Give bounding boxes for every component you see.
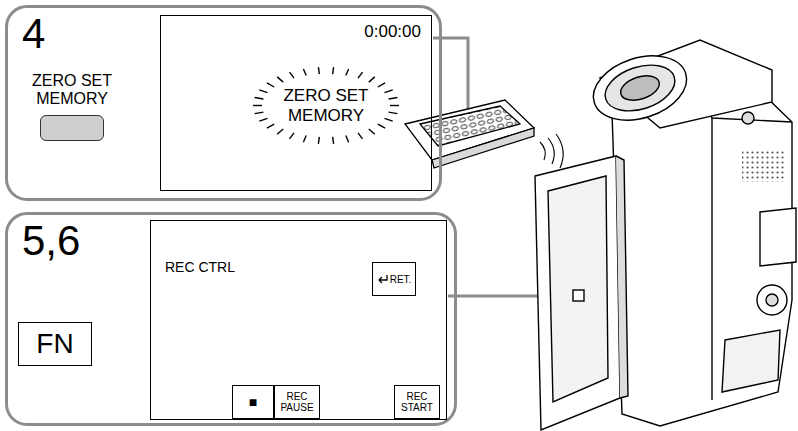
flash-mark	[267, 83, 274, 87]
flash-mark	[389, 98, 398, 100]
flash-mark	[369, 77, 375, 82]
flash-mark	[290, 72, 295, 78]
remote-button: ZERO SET MEMORY	[16, 72, 128, 164]
flash-mark	[332, 67, 334, 74]
leader-line	[433, 38, 468, 118]
flash-mark	[277, 129, 283, 134]
flash-mark	[358, 133, 363, 139]
screen-display: REC CTRL RET. ■ REC PAUSE REC START	[150, 220, 447, 420]
return-icon	[377, 274, 388, 284]
step-number: 5,6	[22, 217, 80, 265]
button-label: ZERO SET MEMORY	[22, 72, 122, 109]
flash-mark	[378, 83, 385, 87]
touch-button: ■	[232, 385, 274, 419]
touch-button: REC START	[394, 385, 440, 419]
flash-mark	[390, 105, 399, 106]
flash-mark	[259, 118, 267, 121]
flash-mark	[303, 69, 306, 76]
flash-mark	[255, 112, 264, 114]
flash-mark	[346, 69, 349, 76]
button-label: FN	[36, 328, 73, 360]
touch-button: RET.	[372, 262, 417, 296]
flash-mark	[346, 136, 349, 143]
flash-mark	[332, 137, 334, 144]
remote-control	[405, 100, 534, 168]
flash-mark	[318, 137, 320, 144]
screen-title: REC CTRL	[165, 259, 235, 275]
button-label: RET.	[390, 274, 412, 285]
flash-mark	[267, 124, 274, 128]
flash-mark	[259, 90, 267, 93]
flash-mark	[369, 129, 375, 134]
step-panel: 4ZERO SET MEMORY0:00:00ZERO SET MEMORY	[5, 5, 442, 201]
flash-mark	[290, 133, 295, 139]
flash-mark	[253, 105, 262, 106]
flash-mark	[389, 112, 398, 114]
lcd-panel	[535, 156, 628, 430]
step-panel: 5,6FN REC CTRL RET. ■ REC PAUSE REC START	[5, 212, 457, 426]
signal-waves	[540, 134, 563, 168]
flash-mark	[318, 67, 320, 74]
flash-mark	[385, 90, 393, 93]
flash-mark	[358, 72, 363, 78]
fn-button: FN	[18, 322, 92, 366]
screen-text: ZERO SET MEMORY	[276, 86, 376, 125]
flash-mark	[378, 124, 385, 128]
button-cap	[40, 115, 104, 141]
screen-text: 0:00:00	[364, 22, 421, 42]
button-label: ■	[249, 394, 257, 410]
screen-display: 0:00:00ZERO SET MEMORY	[160, 15, 432, 191]
step-number: 4	[22, 10, 45, 58]
flash-marks	[253, 67, 399, 144]
flash-mark	[303, 136, 306, 143]
touch-button: REC PAUSE	[274, 385, 320, 419]
flash-mark	[385, 118, 393, 121]
flash-mark	[255, 98, 264, 100]
flash-mark	[277, 77, 283, 82]
button-label: REC PAUSE	[278, 391, 316, 413]
button-label: REC START	[398, 391, 436, 413]
